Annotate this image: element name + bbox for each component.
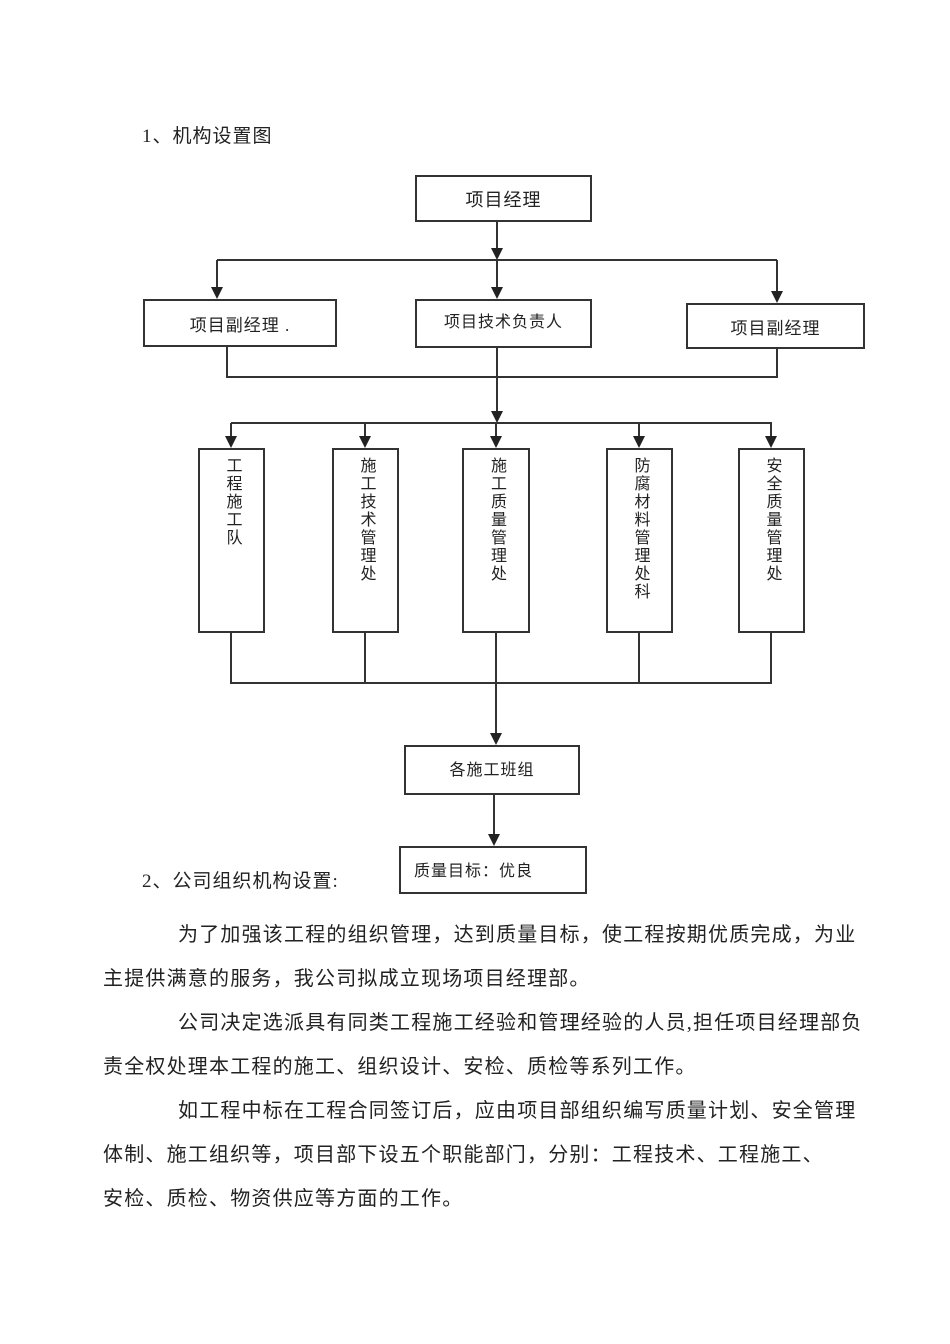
org-box-work-crews: 各施工班组 [404,745,580,795]
org-box-label: 安全质量管理处 [763,457,781,583]
connector-line [776,349,778,377]
arrowhead-down-icon [225,436,237,448]
body-line: 安检、质检、物资供应等方面的工作。 [103,1187,464,1210]
arrowhead-down-icon [765,436,777,448]
arrowhead-down-icon [211,287,223,299]
connector-line [496,348,498,377]
org-box-anticorrosion-material-dept: 防腐材料管理处科 [606,448,673,633]
connector-line [226,376,778,378]
connector-line [770,633,772,683]
connector-line [496,377,498,411]
org-box-label: 施工技术管理处 [357,457,375,583]
org-box-technical-lead: 项目技术负责人 [415,299,592,348]
connector-line [364,633,366,683]
arrowhead-down-icon [491,287,503,299]
section-2-heading: 2、公司组织机构设置: [142,871,339,892]
connector-line [495,633,497,733]
connector-line [638,633,640,683]
org-box-construction-team: 工程施工队 [198,448,265,633]
arrowhead-down-icon [633,436,645,448]
body-line: 公司决定选派具有同类工程施工经验和管理经验的人员,担任项目经理部负 [178,1011,863,1034]
connector-line [216,260,218,287]
connector-line [230,682,772,684]
org-box-label: 施工质量管理处 [488,457,505,583]
connector-line [495,423,497,436]
connector-line [770,423,772,436]
org-box-deputy-manager-right: 项目副经理 [686,303,865,349]
connector-line [496,260,498,287]
connector-line [231,422,772,424]
body-paragraphs: 为了加强该工程的组织管理，达到质量目标，使工程按期优质完成，为业 主提供满意的服… [103,910,865,1218]
org-box-construction-tech-dept: 施工技术管理处 [332,448,399,633]
connector-line [493,795,495,834]
connector-line [638,423,640,436]
body-line: 为了加强该工程的组织管理，达到质量目标，使工程按期优质完成，为业 [178,923,857,946]
arrowhead-down-icon [491,248,503,260]
section-1-heading: 1、机构设置图 [142,126,273,147]
arrowhead-down-icon [490,436,502,448]
org-box-project-manager: 项目经理 [415,175,592,222]
org-box-quality-goal: 质量目标：优良 [399,846,587,894]
body-line: 体制、施工组织等，项目部下设五个职能部门，分别：工程技术、工程施工、 [103,1143,824,1166]
arrowhead-down-icon [771,291,783,303]
body-line: 如工程中标在工程合同签订后，应由项目部组织编写质量计划、安全管理 [178,1099,857,1122]
connector-line [230,423,232,436]
arrowhead-down-icon [490,733,502,745]
connector-line [226,347,228,377]
org-box-label: 工程施工队 [223,457,241,547]
body-line: 责全权处理本工程的施工、组织设计、安检、质检等系列工作。 [103,1055,697,1078]
arrowhead-down-icon [491,411,503,423]
connector-line [776,260,778,291]
connector-line [230,633,232,683]
org-box-construction-quality-dept: 施工质量管理处 [462,448,530,633]
org-box-label: 防腐材料管理处科 [631,457,649,601]
arrowhead-down-icon [488,834,500,846]
connector-line [496,222,498,250]
arrowhead-down-icon [359,436,371,448]
org-box-deputy-manager-left: 项目副经理 . [143,299,337,347]
connector-line [364,423,366,436]
org-box-safety-quality-dept: 安全质量管理处 [738,448,805,633]
body-line: 主提供满意的服务，我公司拟成立现场项目经理部。 [103,967,591,990]
